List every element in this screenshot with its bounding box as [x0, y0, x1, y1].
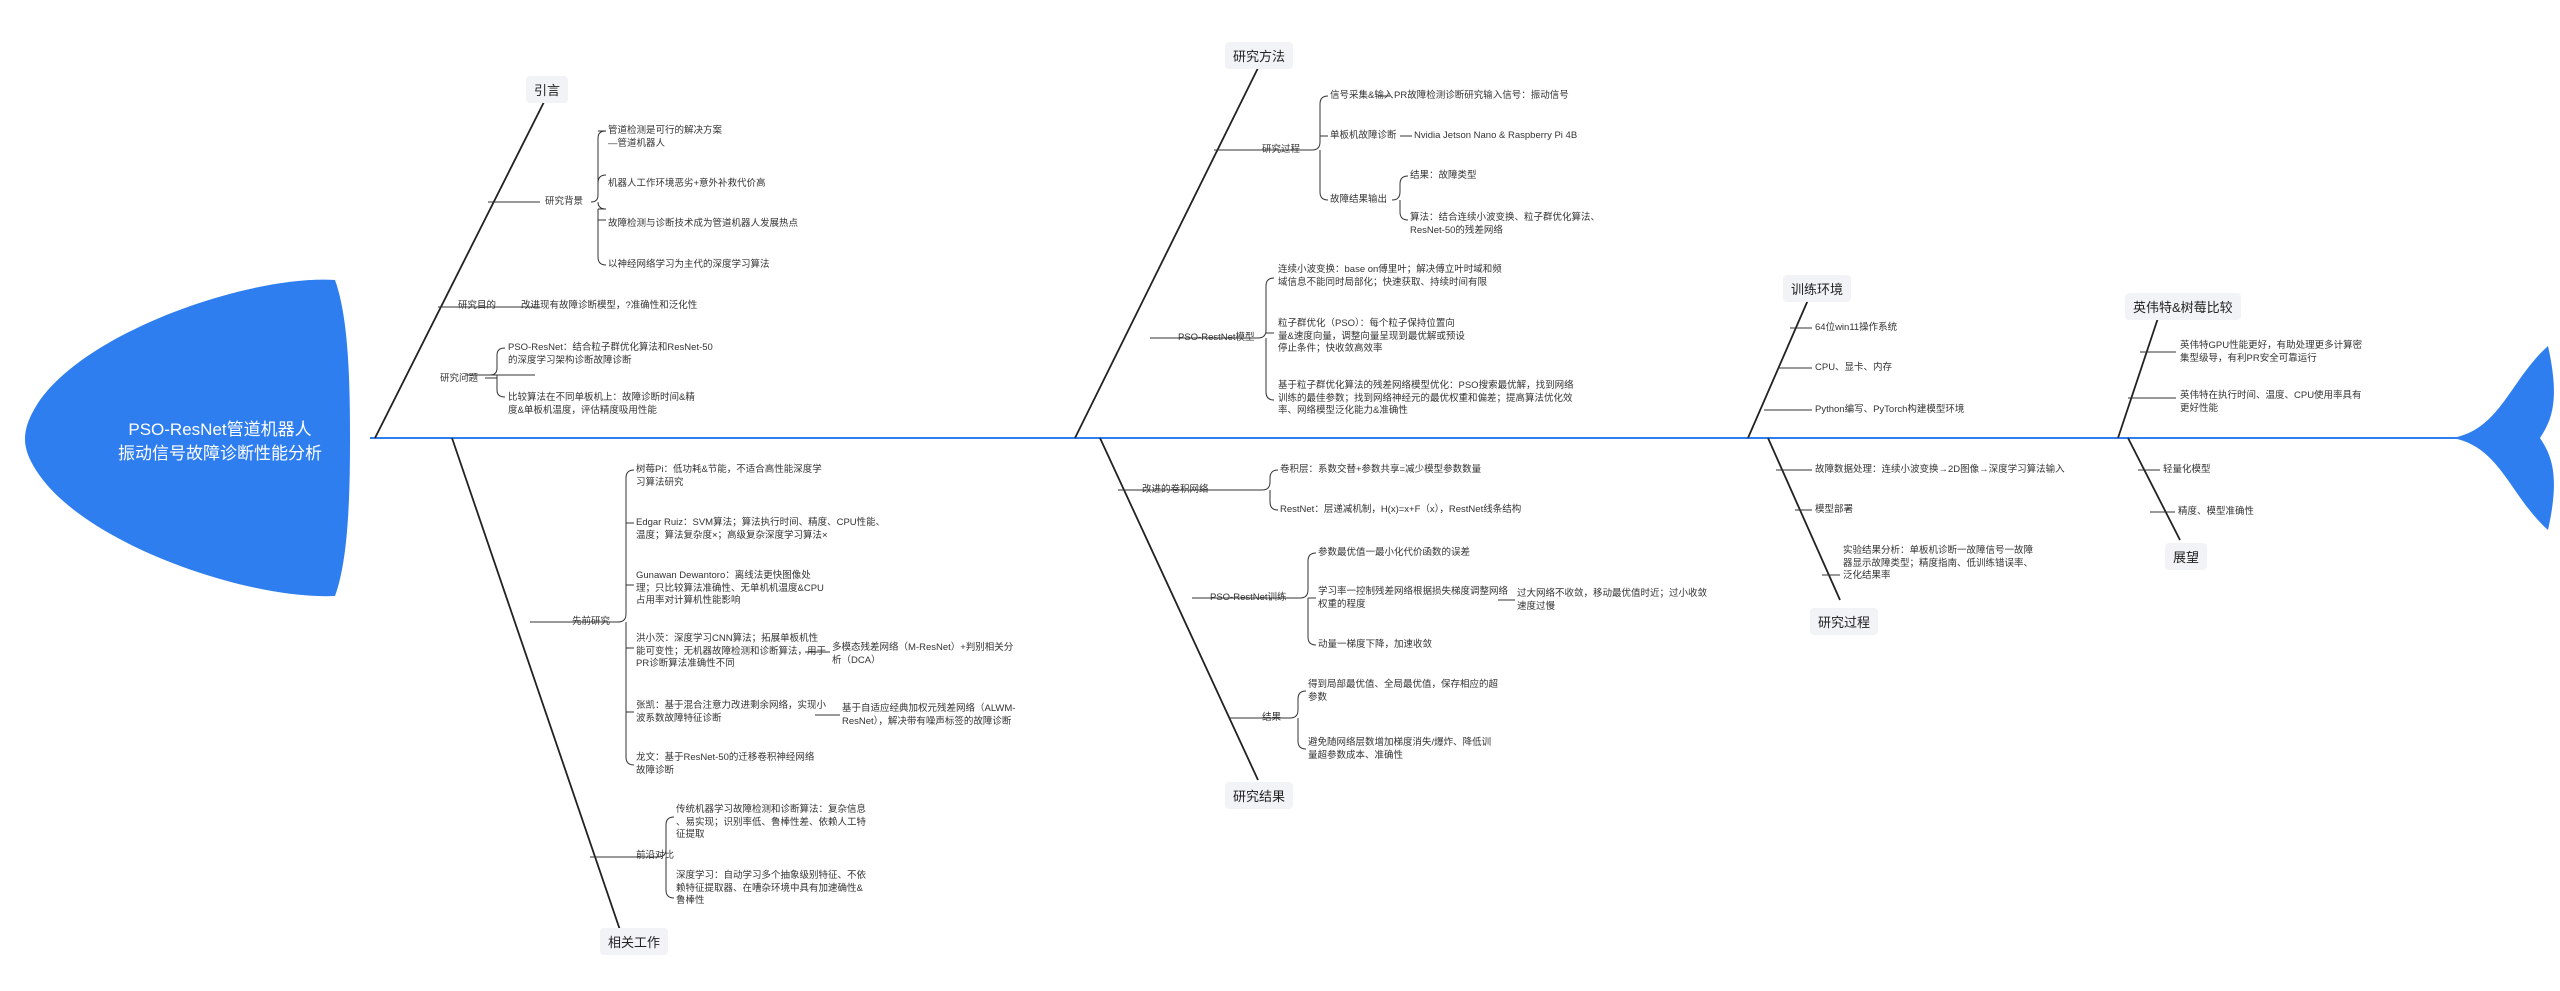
method-model-item: 连续小波变换：base on傅里叶；解决傅立叶时域和频 域信息不能同时局部化；快… [1278, 264, 1502, 288]
topic-process: 研究过程 [1810, 608, 1879, 635]
topic-compare: 英伟特&树莓比较 [2125, 293, 2241, 320]
bone-intro [374, 99, 546, 439]
compare-item: 英伟特在执行时间、温度、CPU使用率具有 更好性能 [2180, 390, 2362, 414]
result-conclusion-item: 避免随网络层数增加梯度消失/爆炸、降低训 量超参数成本、准确性 [1308, 737, 1492, 761]
intro-bg-item: 机器人工作环境恶劣+意外补救代价高 [608, 178, 766, 189]
intro-purpose-item: 改进现有故障诊断模型，?准确性和泛化性 [521, 300, 698, 311]
topic-outlook: 展望 [2165, 543, 2208, 570]
result-train-sub: 过大网络不收敛，移动最优值时近；过小收敛 速度过慢 [1517, 588, 1708, 612]
bone-compare [2117, 317, 2159, 439]
topic-env: 训练环境 [1783, 275, 1852, 302]
topic-related: 相关工作 [600, 928, 669, 955]
env-item: CPU、显卡、内存 [1815, 362, 1893, 373]
prior-item: Gunawan Dewantoro：离线法更快图像处 理；只比较算法准确性、无单… [636, 570, 824, 606]
prior-item: 洪小茨：深度学习CNN算法；拓展单板机性 能可变性；无机器故障检测和诊断算法，用… [636, 633, 827, 669]
diagram-title: PSO-ResNet管道机器人 振动信号故障诊断性能分析 [118, 420, 322, 463]
fish-head [25, 279, 350, 597]
intro-problem-label: 研究问题 [440, 373, 479, 384]
method-process-sub: PR故障检测诊断研究输入信号：振动信号 [1394, 90, 1569, 101]
intro-bg-label: 研究背景 [545, 196, 584, 207]
method-model-item: 基于粒子群优化算法的残差网络模型优化：PSO搜索最优解，找到网络 训练的最佳参数… [1278, 380, 1574, 416]
bone-method [1074, 67, 1259, 439]
method-process-sub: 算法：结合连续小波变换、粒子群优化算法、 ResNet-50的残差网络 [1410, 212, 1601, 236]
result-improve-item: RestNet：层递减机制，H(x)=x+F（x），RestNet线条结构 [1280, 504, 1522, 515]
method-process-label: 研究过程 [1262, 144, 1301, 155]
intro-purpose-label: 研究目的 [458, 300, 497, 311]
process-item: 故障数据处理：连续小波变换→2D图像→深度学习算法输入 [1815, 464, 2065, 475]
intro-problem-item: 比较算法在不同单板机上：故障诊断时间&精 度&单板机温度，评估精度吸用性能 [508, 392, 695, 416]
bone-related [451, 437, 621, 931]
fish-tail [2452, 346, 2554, 530]
bone-env [1747, 299, 1809, 439]
topic-intro: 引言 [526, 76, 569, 103]
result-train-item: 动量一梯度下降，加速收敛 [1318, 639, 1433, 650]
method-process-sub: 结果：故障类型 [1410, 170, 1477, 181]
prior-sub-item: 基于自适应经典加权元残差网络（ALWM- ResNet），解决带有噪声标签的故障… [842, 703, 1016, 727]
result-train-item: 参数最优值一最小化代价函数的误差 [1318, 547, 1471, 558]
result-improve-item: 卷积层：系数交替+参数共享=减少模型参数数量 [1280, 464, 1482, 475]
compare-item: 英伟特GPU性能更好，有助处理更多计算密 集型级导，有利PR安全可靠运行 [2180, 340, 2363, 364]
front-item: 传统机器学习故障检测和诊断算法：复杂信息 、易实现；识别率低、鲁棒性差、依赖人工… [676, 804, 867, 840]
topic-result: 研究结果 [1225, 782, 1294, 809]
method-model-label: PSO-RestNet模型 [1178, 332, 1255, 343]
env-item: Python编写、PyTorch构建模型环境 [1815, 404, 1965, 415]
topic-method: 研究方法 [1225, 42, 1294, 69]
bone-process [1767, 437, 1841, 601]
method-process-item: 信号采集&输入 [1330, 90, 1394, 101]
prior-sub-item: 多模态残差网络（M-ResNet）+判别相关分 析（DCA） [832, 642, 1014, 666]
result-train-label: PSO-RestNet训练 [1210, 592, 1287, 603]
bone-result [1099, 437, 1259, 781]
result-train-item: 学习率一控制残差网络根据损失梯度调整网络 权重的程度 [1318, 586, 1509, 610]
prior-item: 张凯：基于混合注意力改进剩余网络，实现小 波系数故障特征诊断 [636, 700, 827, 724]
method-process-sub: Nvidia Jetson Nano & Raspberry Pi 4B [1414, 130, 1578, 141]
outlook-item: 轻量化模型 [2163, 464, 2211, 475]
method-model-item: 粒子群优化（PSO）：每个粒子保持位置向 量&速度向量，调整向量呈现到最优解或预… [1278, 318, 1465, 354]
result-conclusion-label: 结果 [1262, 712, 1282, 723]
intro-problem-item: PSO-ResNet：结合粒子群优化算法和ResNet-50 的深度学习架构诊断… [508, 342, 713, 366]
method-process-item: 故障结果输出 [1330, 194, 1388, 205]
result-improve-label: 改进的卷积网络 [1142, 484, 1209, 495]
prior-item: 龙文：基于ResNet-50的迁移卷积神经网络 故障诊断 [636, 752, 815, 776]
result-conclusion-item: 得到局部最优值、全局最优值，保存相应的超 参数 [1308, 679, 1499, 703]
process-item: 实验结果分析：单板机诊断一故障信号一故障 器显示故障类型；精度指南、低训练错误率… [1843, 545, 2034, 581]
outlook-item: 精度、模型准确性 [2178, 506, 2255, 517]
prior-item: 树莓Pi：低功耗&节能，不适合高性能深度学 习算法研究 [636, 464, 822, 488]
method-process-item: 单板机故障诊断 [1330, 130, 1397, 141]
intro-bg-item: 管道检测是可行的解决方案 —管道机器人 [608, 125, 723, 149]
intro-bg-item: 以神经网络学习为主代的深度学习算法 [608, 259, 770, 270]
bone-outlook [2127, 437, 2181, 541]
process-item: 模型部署 [1815, 504, 1854, 515]
prior-item: Edgar Ruiz：SVM算法；算法执行时间、精度、CPU性能、 温度；算法复… [636, 517, 886, 541]
related-front-label: 前沿对比 [636, 850, 675, 861]
intro-bg-item: 故障检测与诊断技术成为管道机器人发展热点 [608, 218, 799, 229]
related-prior-label: 先前研究 [572, 616, 611, 627]
front-item: 深度学习：自动学习多个抽象级别特征、不依 赖特征提取器、在嘈杂环境中具有加速确性… [676, 870, 867, 906]
env-item: 64位win11操作系统 [1815, 322, 1898, 333]
